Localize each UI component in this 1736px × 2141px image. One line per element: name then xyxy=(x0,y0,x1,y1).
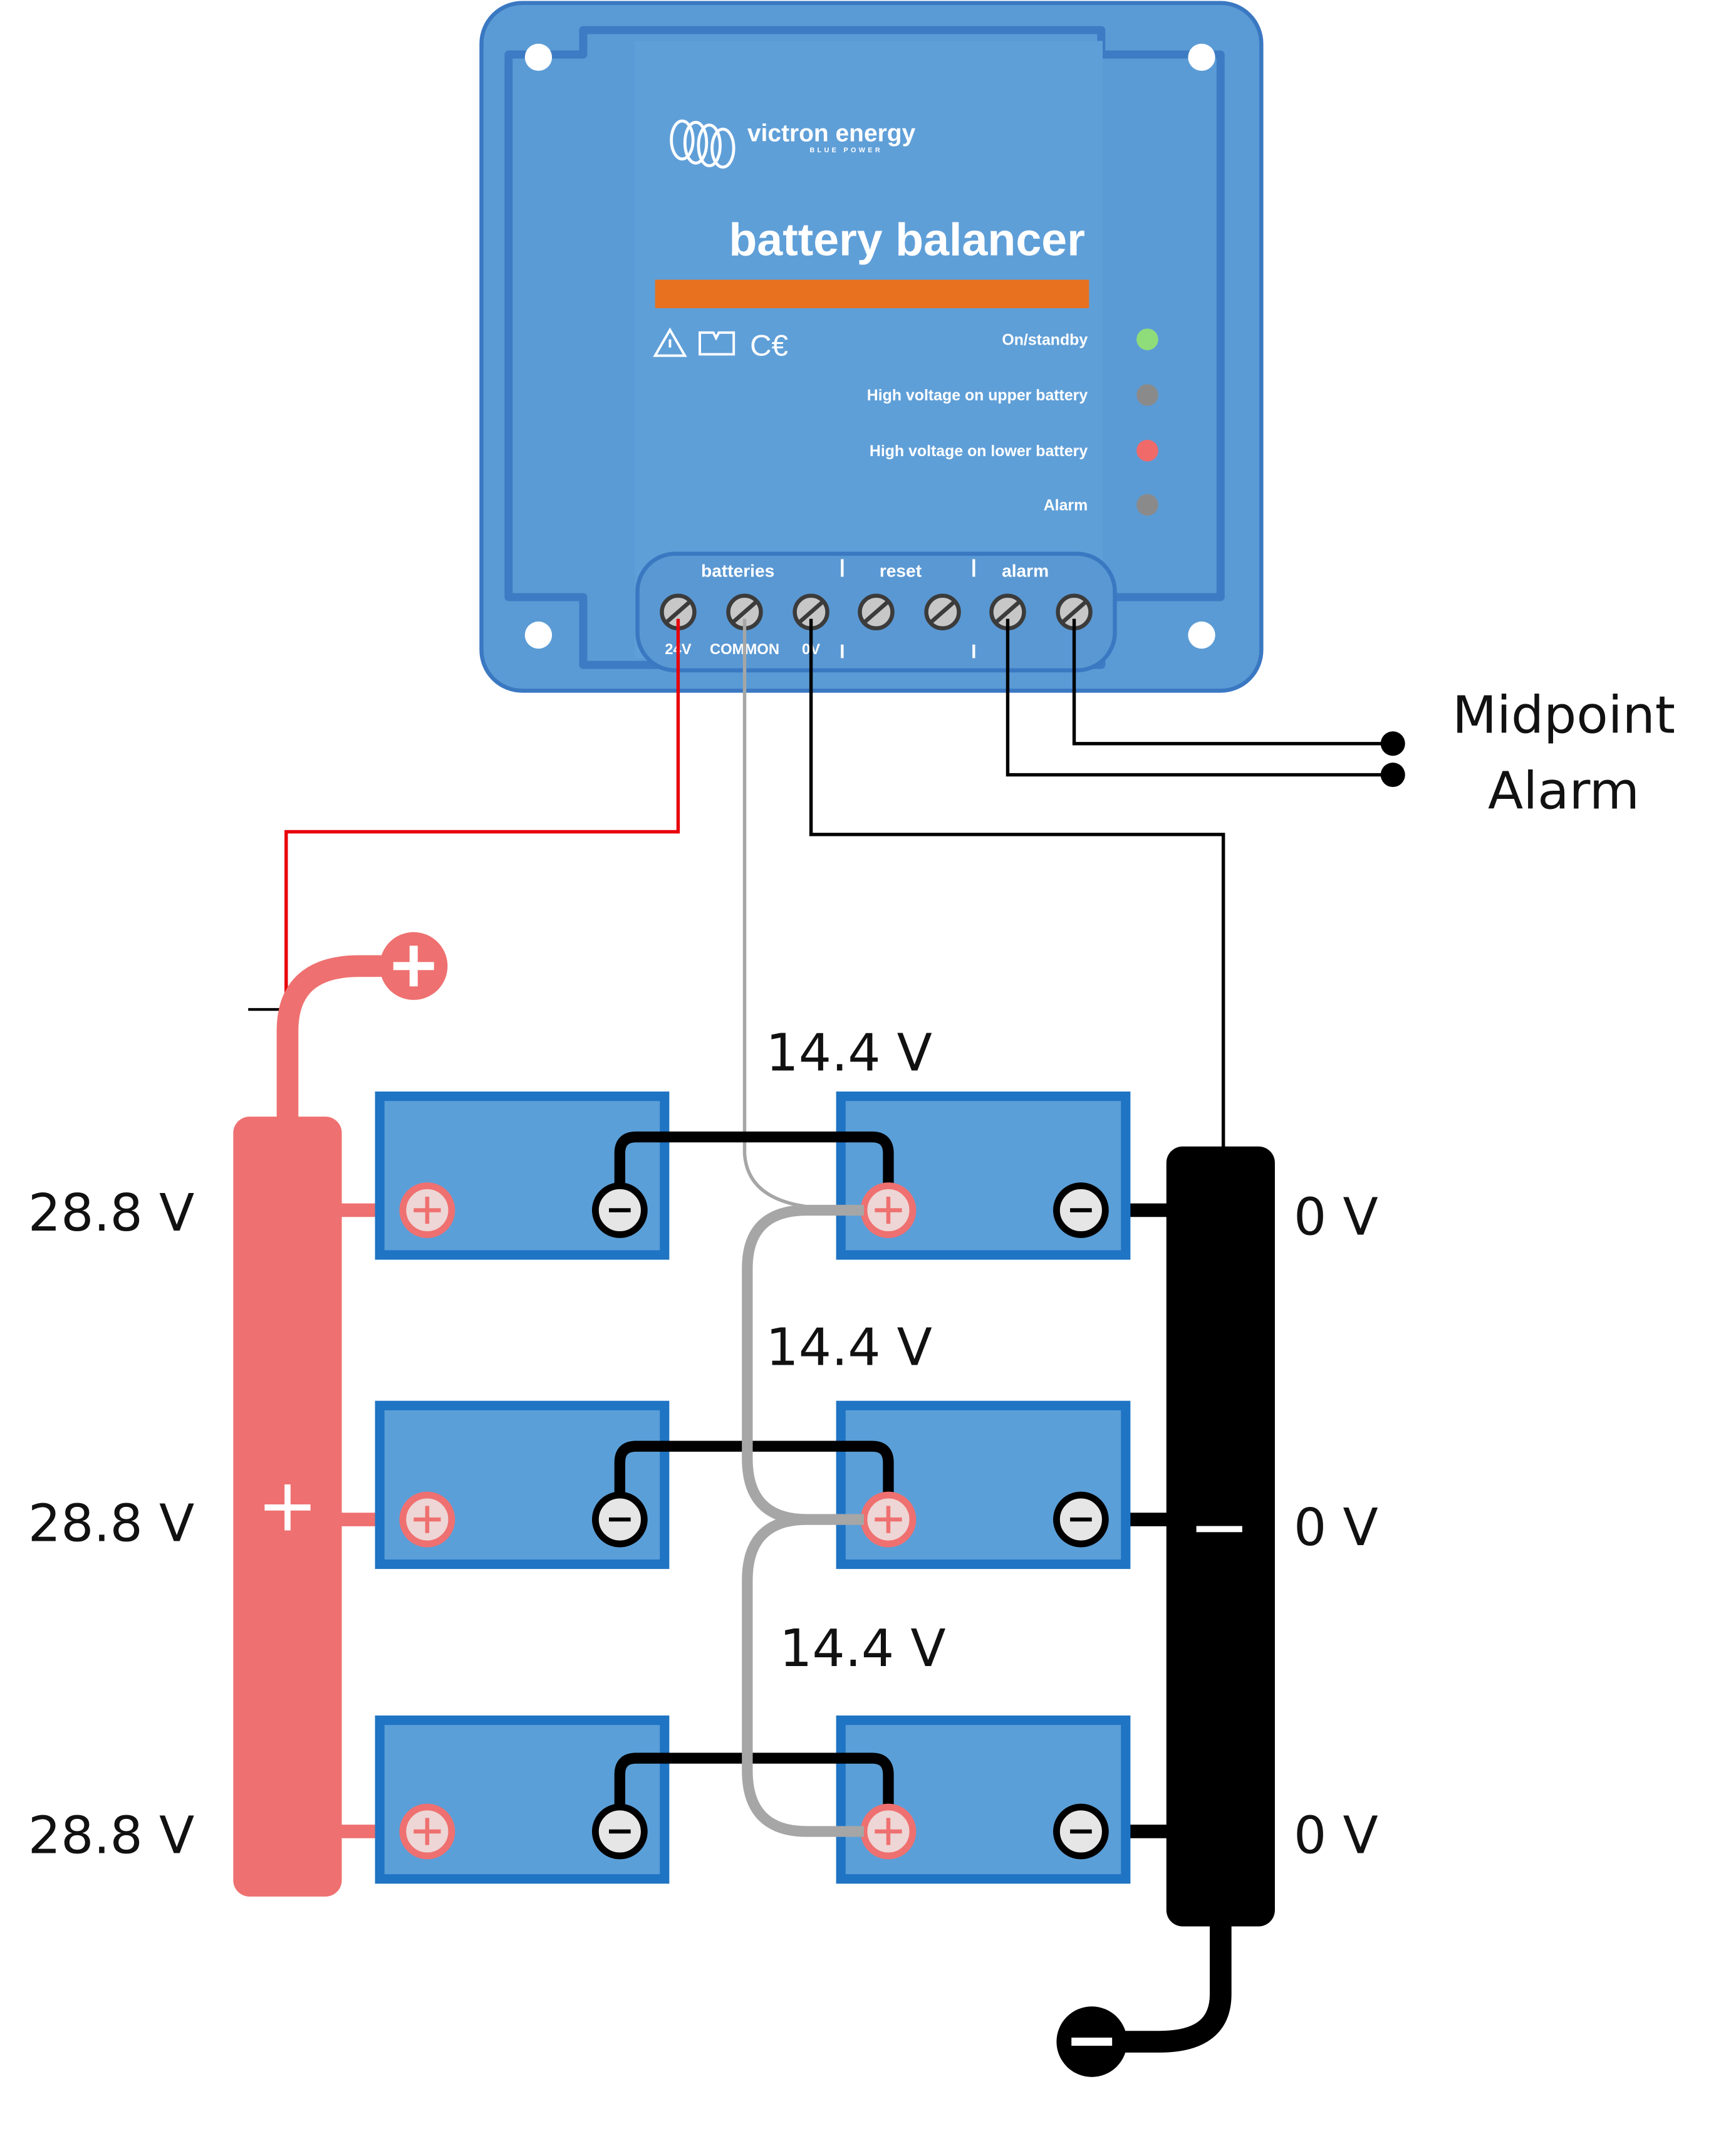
battery-string xyxy=(339,1400,1170,1570)
positive-terminal-icon xyxy=(380,932,448,1000)
led-row: High voltage on lower battery xyxy=(870,439,1158,462)
battery-positive-icon xyxy=(399,1182,455,1238)
led-row: On/standby xyxy=(1002,328,1158,350)
battery-string xyxy=(339,1715,1170,1884)
battery-negative-icon xyxy=(1053,1182,1109,1238)
wire-common-gray xyxy=(742,618,814,1209)
battery-positive-icon xyxy=(860,1491,917,1548)
orange-stripe xyxy=(655,279,1089,308)
battery-positive-icon xyxy=(860,1182,917,1238)
midpoint-alarm-label: Midpoint xyxy=(1452,685,1675,745)
battery-negative-icon xyxy=(591,1803,648,1860)
mounting-hole xyxy=(1188,43,1215,71)
negative-busbar-symbol: − xyxy=(1188,1484,1250,1570)
voltage-label-upper: 28.8 V xyxy=(28,1806,195,1866)
led-indicator xyxy=(1136,439,1158,462)
terminal-group-label: alarm xyxy=(1002,561,1049,580)
voltage-label-midpoint: 14.4 V xyxy=(766,1318,932,1377)
series-link xyxy=(614,1440,894,1520)
brand-name: victron energy xyxy=(747,120,916,147)
led-label: Alarm xyxy=(1044,496,1088,514)
victron-logo-icon xyxy=(670,119,735,169)
midpoint-gray-bus xyxy=(742,1204,865,1837)
negative-busbar xyxy=(1166,1146,1275,1927)
led-indicator xyxy=(1136,384,1158,406)
led-indicator xyxy=(1136,494,1158,516)
manual-icon xyxy=(699,331,735,356)
series-link xyxy=(614,1753,894,1831)
midpoint-alarm-label: Alarm xyxy=(1488,762,1640,821)
battery-positive-icon xyxy=(399,1491,455,1548)
positive-busbar xyxy=(233,1117,342,1897)
positive-busbar-symbol: + xyxy=(257,1462,318,1548)
voltage-label-ground: 0 V xyxy=(1294,1806,1378,1866)
mounting-hole xyxy=(1188,621,1215,649)
battery-positive-icon xyxy=(399,1803,455,1860)
mounting-hole xyxy=(524,621,553,649)
wire-24v-red xyxy=(284,618,680,1011)
positive-cable xyxy=(276,955,425,1130)
voltage-label-ground: 0 V xyxy=(1294,1498,1378,1558)
brand-tagline: BLUE POWER xyxy=(809,147,883,154)
terminal-group-label: batteries xyxy=(701,561,774,580)
screw-terminal xyxy=(924,593,961,631)
screw-terminal xyxy=(858,593,895,631)
device-title: battery balancer xyxy=(729,213,1085,265)
voltage-label-ground: 0 V xyxy=(1294,1187,1378,1247)
battery-negative-icon xyxy=(591,1491,648,1548)
led-row: Alarm xyxy=(1044,494,1158,516)
negative-cable xyxy=(1081,1909,1232,2053)
battery-balancer-device: victron energy BLUE POWER battery balanc… xyxy=(479,1,1264,693)
voltage-label-upper: 28.8 V xyxy=(28,1184,195,1243)
voltage-label-upper: 28.8 V xyxy=(28,1494,195,1554)
battery-positive-icon xyxy=(860,1803,917,1860)
led-label: High voltage on lower battery xyxy=(870,442,1088,460)
battery-negative-icon xyxy=(1053,1491,1109,1548)
alarm-contact-dot xyxy=(1380,731,1405,756)
led-label: On/standby xyxy=(1002,331,1088,348)
screw-terminal xyxy=(726,593,763,631)
voltage-label-midpoint: 14.4 V xyxy=(779,1619,946,1679)
certification-icons: C€ xyxy=(653,327,788,363)
terminal-group-label: reset xyxy=(880,561,922,580)
wire-alarm-1 xyxy=(1006,618,1393,777)
screw-terminal xyxy=(989,593,1026,631)
ce-mark-icon: C€ xyxy=(750,330,788,363)
voltage-label-midpoint: 14.4 V xyxy=(766,1024,932,1083)
wire-0v-black xyxy=(809,618,1225,1151)
led-indicator xyxy=(1136,328,1158,350)
wire-alarm-2 xyxy=(1072,618,1393,746)
negative-terminal-icon xyxy=(1056,2006,1127,2077)
led-row: High voltage on upper battery xyxy=(867,384,1158,406)
battery-negative-icon xyxy=(1053,1803,1109,1860)
alarm-contact-dot xyxy=(1380,763,1405,788)
led-label: High voltage on upper battery xyxy=(867,387,1088,404)
battery-negative-icon xyxy=(591,1182,648,1238)
warning-icon xyxy=(653,327,687,357)
mounting-hole xyxy=(524,43,553,71)
series-link xyxy=(614,1131,894,1211)
